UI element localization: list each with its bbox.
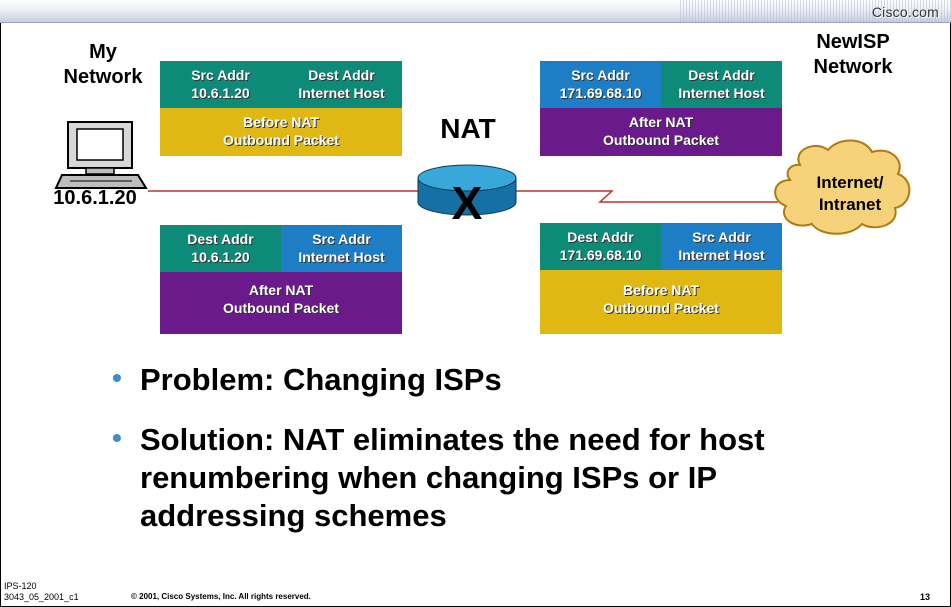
packet-bl-col2-value: Internet Host (298, 249, 385, 265)
my-network-line1: My (89, 41, 117, 63)
cloud-line2: Intranet (818, 195, 882, 214)
packet-tr-body-line1: After NAT (628, 114, 694, 130)
packet-tl-body-line2: Outbound Packet (223, 132, 339, 148)
link-right (515, 190, 778, 203)
nat-label: NAT (440, 113, 496, 144)
packet-tl-col2: Dest Addr Internet Host (281, 61, 402, 108)
packet-bl-body: After NAT Outbound Packet (160, 272, 402, 334)
packet-tr-col2-head: Dest Addr (688, 67, 755, 83)
packet-tl-col1-head: Src Addr (191, 67, 250, 83)
pc-icon (54, 121, 148, 189)
packet-tl-col2-value: Internet Host (298, 85, 385, 101)
packet-tr-col1-value: 171.69.68.10 (559, 85, 642, 101)
footer-course: IPS-120 (4, 581, 37, 591)
newisp-line1: NewISP (816, 31, 890, 53)
packet-top-left: Src Addr 10.6.1.20 Dest Addr Internet Ho… (160, 61, 402, 156)
bullet-problem-line1: Problem: Changing ISPs (140, 362, 502, 397)
packet-tl-col2-head: Dest Addr (308, 67, 375, 83)
bullet-problem: Problem: Changing ISPs (140, 361, 502, 399)
bullet-solution: Solution: NAT eliminates the need for ho… (140, 421, 920, 535)
packet-br-body-line1: Before NAT (623, 282, 699, 298)
packet-bl-col2-head: Src Addr (312, 231, 371, 247)
router-icon: X (417, 164, 517, 229)
header-rule (0, 22, 951, 23)
packet-tr-col2: Dest Addr Internet Host (661, 61, 782, 108)
packet-tr-col2-value: Internet Host (678, 85, 765, 101)
packet-top-right: Src Addr 171.69.68.10 Dest Addr Internet… (540, 61, 782, 156)
my-network-line2: Network (63, 66, 143, 88)
packet-br-col1-head: Dest Addr (567, 229, 634, 245)
packet-tr-col1: Src Addr 171.69.68.10 (540, 61, 661, 108)
packet-br-body-line2: Outbound Packet (603, 300, 719, 316)
packet-bl-body-line1: After NAT (248, 282, 314, 298)
cloud-label: Internet/ Intranet (800, 172, 900, 216)
footer-code: 3043_05_2001_c1 (4, 592, 79, 602)
packet-tl-col1-value: 10.6.1.20 (191, 85, 250, 101)
cloud-icon (774, 139, 911, 235)
bullet-solution-line1: Solution: NAT eliminates the need for ho… (140, 422, 765, 457)
brand-logo: Cisco.com (871, 4, 939, 20)
packet-bl-col2: Src Addr Internet Host (281, 225, 402, 272)
cloud-line1: Internet/ (816, 173, 884, 192)
bullet-solution-line2: renumbering when changing ISPs or IP (140, 460, 718, 495)
packet-br-col2: Src Addr Internet Host (661, 223, 782, 270)
bullet-dot-1: • (112, 362, 122, 393)
packet-br-body: Before NAT Outbound Packet (540, 270, 782, 334)
bullet-solution-line3: addressing schemes (140, 498, 447, 533)
packet-tr-body-line2: Outbound Packet (603, 132, 719, 148)
packet-bottom-left: Dest Addr 10.6.1.20 Src Addr Internet Ho… (160, 225, 402, 334)
packet-bl-body-line2: Outbound Packet (223, 300, 339, 316)
footer-page-number: 13 (920, 592, 931, 602)
footer-copyright: © 2001, Cisco Systems, Inc. All rights r… (131, 592, 311, 601)
packet-br-col2-head: Src Addr (692, 229, 751, 245)
packet-bottom-right: Dest Addr 171.69.68.10 Src Addr Internet… (540, 223, 782, 334)
packet-tr-body: After NAT Outbound Packet (540, 108, 782, 156)
svg-text:X: X (452, 177, 483, 229)
my-network-label: My Network (48, 40, 158, 90)
packet-br-col1-value: 171.69.68.10 (559, 247, 642, 263)
packet-tl-body: Before NAT Outbound Packet (160, 108, 402, 156)
packet-tl-body-line1: Before NAT (243, 114, 319, 130)
host-ip-label: 10.6.1.20 (53, 187, 137, 209)
packet-tr-col1-head: Src Addr (571, 67, 630, 83)
packet-br-col1: Dest Addr 171.69.68.10 (540, 223, 661, 270)
packet-bl-col1-value: 10.6.1.20 (191, 249, 250, 265)
packet-bl-col1-head: Dest Addr (187, 231, 254, 247)
newisp-network-label: NewISP Network (798, 30, 908, 80)
packet-bl-col1: Dest Addr 10.6.1.20 (160, 225, 281, 272)
newisp-line2: Network (813, 56, 893, 78)
header-stripes (680, 0, 951, 22)
packet-tl-col1: Src Addr 10.6.1.20 (160, 61, 281, 108)
bullet-dot-2: • (112, 422, 122, 453)
packet-br-col2-value: Internet Host (678, 247, 765, 263)
